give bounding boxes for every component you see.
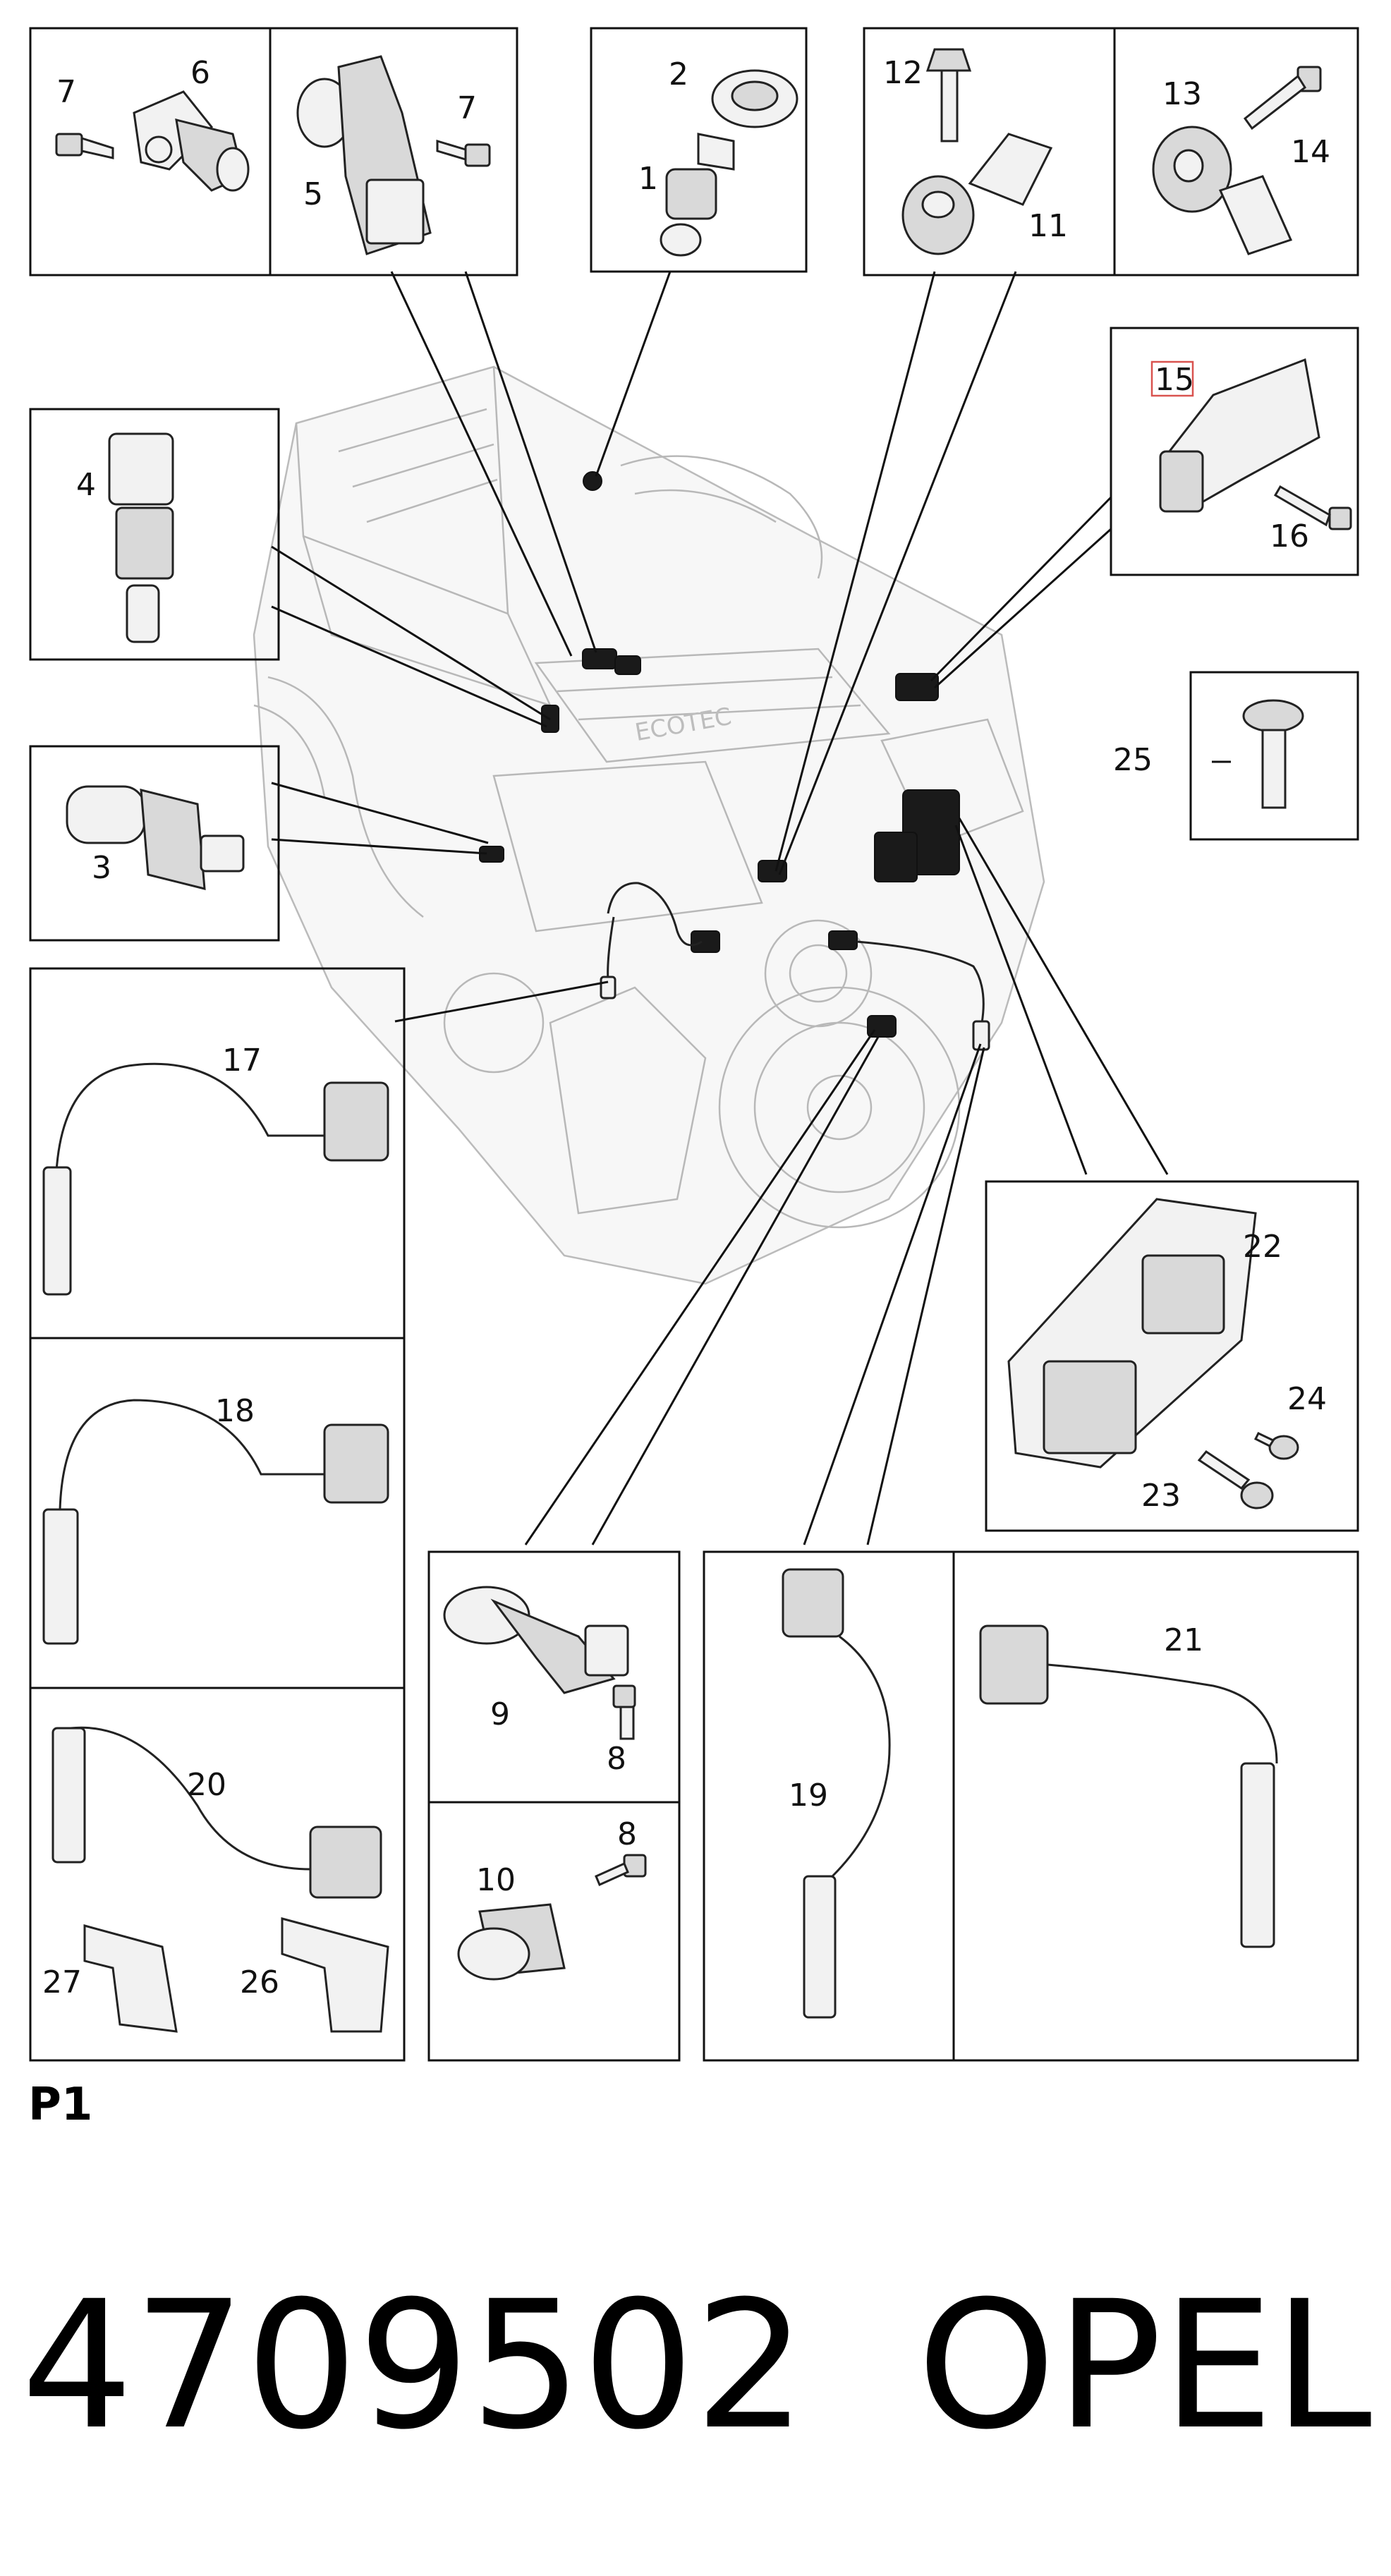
callout-boxes bbox=[29, 27, 1359, 2062]
callout-5: 5 bbox=[303, 176, 323, 212]
callout-12: 12 bbox=[883, 55, 923, 91]
callout-2: 2 bbox=[669, 56, 688, 92]
callout-3: 3 bbox=[92, 850, 111, 886]
temp-sensor-1 bbox=[660, 133, 735, 257]
bolt-14 bbox=[1243, 66, 1322, 130]
sender-3 bbox=[66, 785, 245, 890]
crank-sensor-9 bbox=[443, 1586, 629, 1694]
callout-1: 1 bbox=[638, 161, 658, 197]
callout-24: 24 bbox=[1287, 1381, 1327, 1417]
callout-14: 14 bbox=[1291, 134, 1330, 170]
map-sensor-15 bbox=[1150, 358, 1320, 513]
bolt-12 bbox=[925, 48, 972, 142]
camshaft-sensor-5 bbox=[296, 55, 432, 255]
sheet-label: P1 bbox=[28, 2079, 92, 2131]
callout-19: 19 bbox=[789, 1778, 828, 1813]
callout-7b: 7 bbox=[457, 90, 477, 126]
callout-9: 9 bbox=[490, 1696, 510, 1732]
brand-name: OPEL bbox=[917, 2263, 1372, 2468]
screw-24 bbox=[1253, 1432, 1299, 1460]
callout-16: 16 bbox=[1270, 518, 1309, 554]
callout-15: 15 bbox=[1155, 362, 1194, 398]
oxygen-sensor-20 bbox=[51, 1726, 382, 1899]
callout-22: 22 bbox=[1243, 1229, 1282, 1265]
bolt-25 bbox=[1242, 699, 1304, 809]
callout-18: 18 bbox=[215, 1393, 255, 1429]
callout-13: 13 bbox=[1162, 76, 1202, 112]
callout-26: 26 bbox=[240, 1964, 279, 2000]
bolt-8-lower bbox=[595, 1854, 647, 1887]
bolt-7-left bbox=[55, 133, 114, 159]
callout-10: 10 bbox=[476, 1862, 516, 1898]
ecu-22 bbox=[1007, 1198, 1257, 1469]
engine-illustration: ECOTEC bbox=[253, 365, 1045, 1285]
seal-2 bbox=[711, 69, 798, 128]
callout-21: 21 bbox=[1164, 1622, 1203, 1658]
callout-8a: 8 bbox=[607, 1741, 626, 1777]
bracket-26 bbox=[281, 1917, 389, 2033]
bolt-16 bbox=[1273, 485, 1352, 530]
bolt-8-upper bbox=[612, 1684, 636, 1740]
callout-27: 27 bbox=[42, 1964, 82, 2000]
knock-sensor-13 bbox=[1152, 126, 1293, 255]
callout-20: 20 bbox=[187, 1767, 226, 1803]
callout-4: 4 bbox=[76, 467, 96, 503]
oxygen-sensor-18 bbox=[42, 1399, 389, 1645]
oxygen-sensor-17 bbox=[42, 1062, 389, 1296]
screw-23 bbox=[1197, 1450, 1274, 1509]
oxygen-sensor-19 bbox=[782, 1568, 891, 2019]
knock-sensor-11 bbox=[901, 133, 1053, 255]
callout-25: 25 bbox=[1113, 742, 1153, 778]
leader-lines bbox=[271, 271, 1169, 1545]
callout-labels: 6 7 5 7 2 1 12 11 13 14 15 16 4 3 25 17 … bbox=[42, 55, 1330, 2000]
sensor-10 bbox=[457, 1903, 566, 1981]
oil-pressure-sensor-4 bbox=[108, 432, 174, 643]
bolt-7-right bbox=[436, 139, 491, 167]
callout-11: 11 bbox=[1028, 208, 1068, 244]
callout-8b: 8 bbox=[617, 1816, 637, 1852]
part-number: 4709502 bbox=[21, 2263, 806, 2468]
callout-23: 23 bbox=[1141, 1478, 1181, 1514]
oxygen-sensor-21 bbox=[979, 1624, 1278, 1948]
callout-6: 6 bbox=[190, 55, 210, 91]
callout-17: 17 bbox=[222, 1043, 262, 1079]
bracket-27 bbox=[83, 1924, 178, 2033]
camshaft-sensor-6 bbox=[133, 90, 250, 192]
callout-7a: 7 bbox=[56, 74, 76, 110]
